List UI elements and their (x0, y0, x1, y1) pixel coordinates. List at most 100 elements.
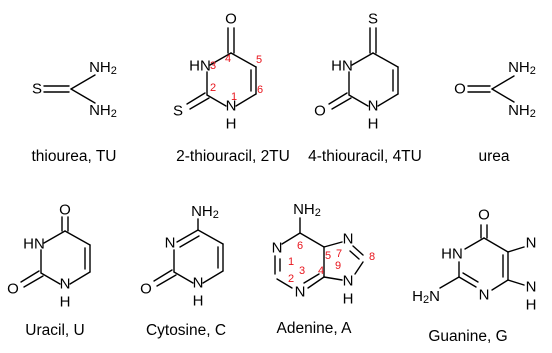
bond (235, 93, 257, 107)
guanine-structure: O HN H2N N N N H Guanine, G (412, 207, 536, 346)
position-number: 5 (325, 250, 331, 262)
position-number: 1 (231, 91, 237, 103)
nitrogen-atom: N (60, 276, 71, 293)
bond (483, 237, 509, 253)
position-number: 7 (336, 248, 342, 260)
nitrogen-atom: N (272, 240, 283, 257)
position-number: 6 (297, 240, 303, 252)
urea-structure: O NH2 NH2 urea (454, 59, 536, 166)
bond (197, 229, 224, 245)
nitrogen-atom: N (526, 279, 537, 296)
amino-group-bottom: NH2 (89, 102, 117, 121)
bond (230, 52, 257, 68)
bond (439, 276, 460, 289)
hydrogen-atom: H (526, 297, 537, 314)
2-thiouracil-structure: O HN S N H 1 2 3 4 5 6 2-thiouracil, 2TU (173, 11, 290, 166)
nitrogen-atom: N (165, 235, 176, 252)
bond (458, 276, 477, 288)
bond (354, 261, 364, 275)
bond (507, 279, 525, 286)
bond (206, 94, 227, 107)
nitrogen-atom: N (526, 235, 537, 252)
bond (323, 276, 343, 281)
position-number: 9 (335, 260, 341, 272)
bond (328, 92, 348, 105)
bond (299, 232, 325, 248)
nitrogen-atom: N (368, 98, 379, 115)
bond (64, 230, 91, 246)
adenine-caption: Adenine, A (277, 320, 353, 337)
bond (349, 250, 360, 260)
bond (352, 245, 364, 256)
bond (209, 52, 232, 66)
sulfur-atom: S (368, 11, 378, 28)
position-number: 4 (318, 265, 324, 277)
bond (331, 97, 352, 110)
cytosine-caption: Cytosine, C (146, 322, 226, 339)
hn-group: HN (189, 58, 211, 75)
bond (462, 272, 479, 283)
bond (491, 75, 515, 90)
bond (464, 237, 485, 250)
bond (307, 276, 325, 289)
bond (323, 241, 343, 248)
sulfur-atom: S (173, 103, 183, 120)
uracil-structure: O HN O N H Uracil, U (7, 202, 91, 339)
uracil-caption: Uracil, U (25, 322, 84, 339)
bond (507, 246, 525, 253)
nitrogen-atom: N (479, 287, 490, 304)
oxygen-atom: O (454, 81, 466, 98)
guanine-caption: Guanine, G (428, 328, 507, 345)
sulfur-atom: S (32, 81, 42, 98)
amino-group: H2N (412, 288, 440, 307)
bond (43, 230, 66, 244)
oxygen-atom: O (314, 103, 326, 120)
bond (40, 272, 61, 285)
position-number: 1 (288, 256, 294, 268)
position-number: 5 (256, 54, 262, 66)
nitrogen-atom: N (193, 275, 204, 292)
oxygen-atom: O (225, 11, 237, 28)
nitrogen-atom: N (343, 273, 354, 290)
hydrogen-atom: H (193, 293, 204, 310)
oxygen-atom: O (140, 281, 152, 298)
hydrogen-atom: H (343, 291, 354, 308)
bond (70, 88, 96, 104)
position-number: 3 (299, 265, 305, 277)
bond (377, 93, 399, 107)
hn-group: HN (331, 58, 353, 75)
bond (69, 271, 91, 285)
urea-caption: urea (478, 148, 509, 165)
2-thiouracil-caption: 2-thiouracil, 2TU (176, 148, 290, 165)
position-number: 2 (288, 273, 294, 285)
nitrogen-atom: N (343, 231, 354, 248)
hydrogen-atom: H (60, 294, 71, 311)
position-number: 8 (369, 251, 375, 263)
position-number: 6 (257, 84, 263, 96)
amino-group-top: NH2 (89, 59, 117, 78)
amino-group-top: NH2 (508, 59, 536, 78)
oxygen-atom: O (7, 281, 19, 298)
position-number: 3 (210, 60, 216, 72)
bond (23, 275, 44, 288)
thiourea-structure: S NH2 NH2 thiourea, TU (31, 59, 116, 166)
position-number: 2 (210, 82, 216, 94)
bond (156, 274, 177, 287)
amino-group: NH2 (293, 201, 321, 220)
hn-group: HN (441, 246, 463, 263)
nitrogen-atom: N (295, 284, 306, 301)
bond (281, 232, 301, 245)
bond (276, 278, 293, 289)
bond (186, 92, 206, 105)
bond (348, 94, 369, 107)
position-number: 4 (225, 53, 231, 65)
bond (179, 235, 200, 248)
hydrogen-atom: H (226, 116, 237, 133)
nitrogen-atom: N (226, 98, 237, 115)
thiourea-caption: thiourea, TU (31, 148, 116, 165)
hn-group: HN (23, 236, 45, 253)
adenine-structure: NH2 N N N N H 1 2 3 4 5 6 7 8 9 Adenine,… (272, 201, 375, 338)
oxygen-atom: O (59, 202, 71, 219)
bond (491, 88, 515, 103)
4-thiouracil-structure: S HN O N H 4-thiouracil, 4TU (308, 11, 422, 166)
